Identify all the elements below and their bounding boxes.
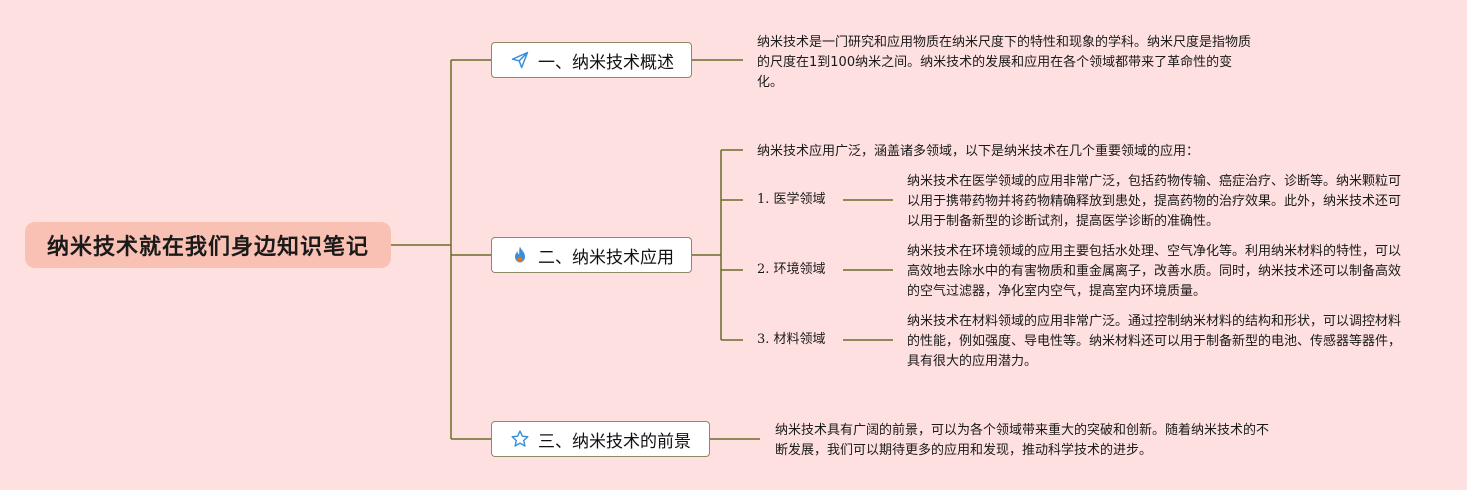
root-title: 纳米技术就在我们身边知识笔记 [46,235,369,260]
sub-environment[interactable]: 2. 环境领域 [757,262,826,277]
branch-overview[interactable]: 一、纳米技术概述 [491,42,692,78]
branch-label: 三、纳米技术的前景 [538,431,691,452]
medical-text: 纳米技术在医学领域的应用非常广泛，包括药物传输、癌症治疗、诊断等。纳米颗粒可以用… [907,174,1402,229]
branch-applications[interactable]: 二、纳米技术应用 [491,237,692,273]
flame-icon [510,245,530,265]
star-outline-icon [510,429,530,449]
overview-text: 纳米技术是一门研究和应用物质在纳米尺度下的特性和现象的学科。纳米尺度是指物质的尺… [757,35,1252,90]
sub-materials[interactable]: 3. 材料领域 [757,332,826,347]
root-topic[interactable]: 纳米技术就在我们身边知识笔记 [25,222,391,268]
branch-prospects[interactable]: 三、纳米技术的前景 [491,421,710,457]
sub-medical[interactable]: 1. 医学领域 [757,192,826,207]
applications-intro: 纳米技术应用广泛，涵盖诸多领域，以下是纳米技术在几个重要领域的应用： [757,144,1200,159]
materials-text: 纳米技术在材料领域的应用非常广泛。通过控制纳米材料的结构和形状，可以调控材料的性… [907,314,1402,369]
branch-label: 二、纳米技术应用 [538,247,674,268]
prospects-text: 纳米技术具有广阔的前景，可以为各个领域带来重大的突破和创新。随着纳米技术的不断发… [775,423,1270,458]
paper-plane-icon [510,50,530,70]
branch-label: 一、纳米技术概述 [538,52,674,73]
environment-text: 纳米技术在环境领域的应用主要包括水处理、空气净化等。利用纳米材料的特性，可以高效… [907,244,1402,299]
